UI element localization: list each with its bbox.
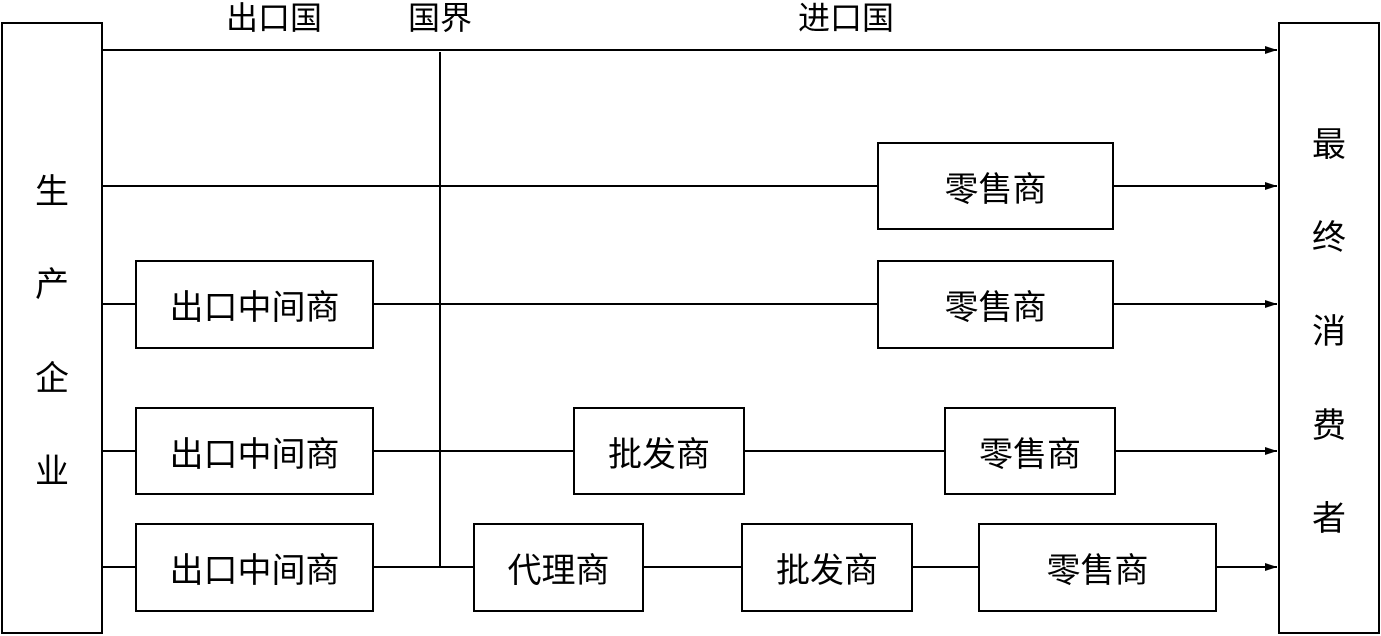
retailer-box: 零售商	[877, 142, 1114, 230]
retailer-box: 零售商	[978, 523, 1217, 612]
exporting-country-label: 出口国	[226, 0, 323, 37]
consumer-char: 费	[1312, 405, 1346, 446]
export-intermediary-box: 出口中间商	[135, 523, 374, 612]
border-label: 国界	[408, 0, 473, 37]
producer-char: 产	[35, 265, 69, 306]
wholesaler-box: 批发商	[741, 523, 913, 612]
export-intermediary-box: 出口中间商	[135, 407, 374, 495]
consumer-char: 消	[1312, 311, 1346, 352]
producer-char: 业	[35, 451, 69, 492]
retailer-box: 零售商	[877, 260, 1114, 349]
retailer-box: 零售商	[944, 407, 1116, 495]
agent-box: 代理商	[473, 523, 644, 612]
consumer-box: 最 终 消 费 者	[1278, 22, 1380, 634]
consumer-char: 者	[1312, 499, 1346, 540]
consumer-char: 最	[1312, 124, 1346, 165]
producer-box: 生 产 企 业	[1, 22, 103, 634]
producer-char: 生	[35, 172, 69, 213]
export-intermediary-box: 出口中间商	[135, 260, 374, 349]
importing-country-label: 进口国	[798, 0, 895, 37]
producer-char: 企	[35, 358, 69, 399]
wholesaler-box: 批发商	[573, 407, 745, 495]
consumer-char: 终	[1312, 218, 1346, 259]
